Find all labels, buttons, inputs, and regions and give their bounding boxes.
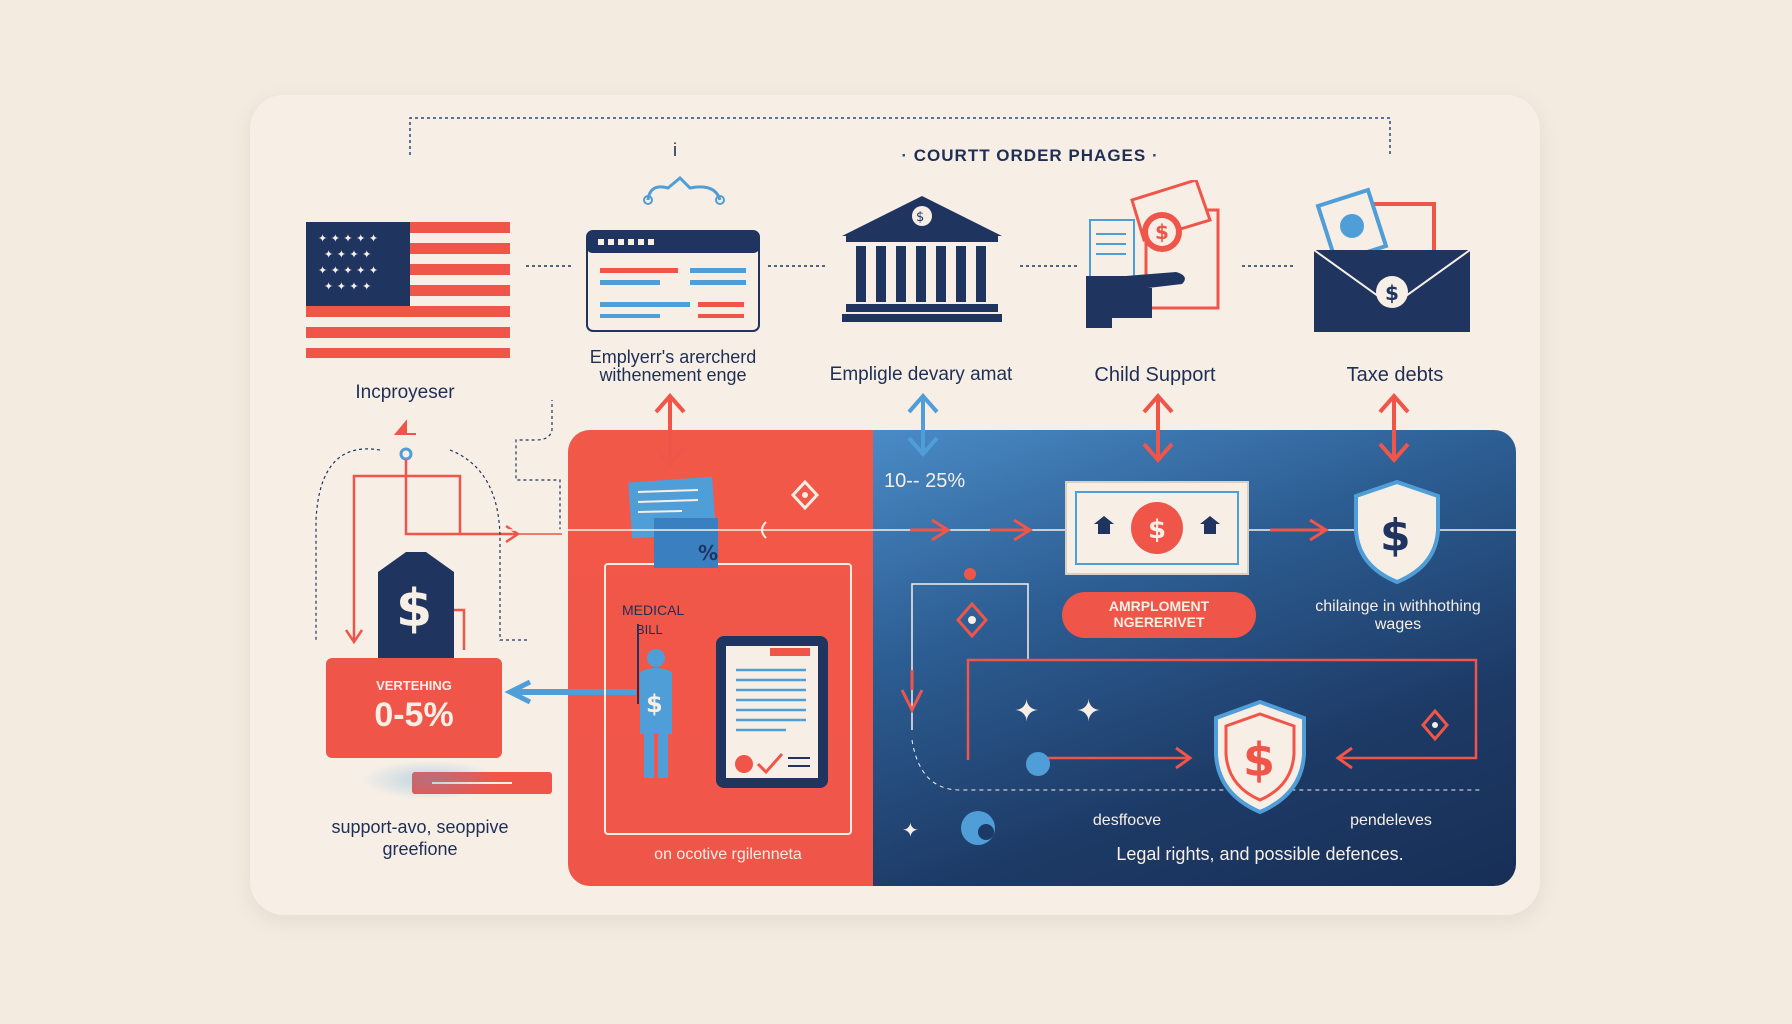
stage-label-3: Empligle devary amat — [829, 364, 1013, 385]
envelope-money-icon: $ — [1313, 187, 1471, 332]
stage-label-1: Incproyeser — [355, 382, 455, 403]
svg-text:$: $ — [396, 579, 432, 639]
moon-icon — [961, 811, 995, 845]
title-marker: i — [673, 140, 677, 160]
svg-text:$: $ — [1148, 515, 1166, 545]
banknote-icon: $ — [1065, 481, 1249, 575]
us-flag-icon: ✦ ✦ ✦ ✦ ✦ ✦ ✦ ✦ ✦ ✦ ✦ ✦ ✦ ✦ ✦ ✦ ✦ ✦ — [306, 222, 510, 358]
red-panel-caption: on ocotive rgilenneta — [654, 846, 802, 863]
left-flow-lines — [315, 400, 562, 650]
dollar-tag-icon: $ — [378, 552, 454, 662]
svg-text:$: $ — [1155, 220, 1169, 244]
defense-right: pendeleves — [1350, 812, 1432, 829]
svg-text:$: $ — [916, 210, 924, 225]
percent-tag: % — [698, 541, 718, 565]
employment-pill-label: AMRPLOMENT NGERERIVET — [1108, 598, 1210, 630]
deduction-box: VERTEHING 0-5% — [326, 658, 502, 758]
sparkle-icon — [790, 480, 820, 510]
svg-text:$: $ — [1243, 733, 1275, 787]
double-arrow-stage5 — [1378, 392, 1410, 464]
person-dollar-icon: $ — [637, 624, 672, 778]
star-icon-2: ✦ — [1076, 695, 1102, 728]
defense-left: desffocve — [1092, 812, 1162, 829]
network-icon — [643, 175, 725, 205]
lower-flow-loop — [900, 568, 1480, 791]
shield-dollar-icon-2: $ — [1214, 699, 1306, 815]
legal-rights-footer: Legal rights, and possible defences. — [1116, 844, 1404, 864]
tablet-document-icon — [716, 636, 828, 788]
double-arrow-stage3 — [907, 392, 939, 458]
left-caption: support-avo, seoppive greefione — [331, 817, 509, 859]
hand-money-icon: $ — [1086, 180, 1220, 328]
star-icon-1: ✦ — [1014, 695, 1040, 728]
stage-label-2: Emplyerr's arercherd withenement enge — [589, 347, 757, 385]
top-bracket — [409, 117, 1391, 155]
employment-pill: AMRPLOMENT NGERERIVET — [1062, 592, 1256, 638]
stage-connectors — [526, 265, 1294, 267]
diagram-title: · COURTT ORDER PHAGES · — [901, 146, 1159, 165]
challenge-text: chilainge in withhothing wages — [1315, 598, 1481, 633]
svg-text:$: $ — [646, 690, 663, 718]
document-percent-icon: % — [628, 476, 718, 568]
browser-window-icon — [586, 230, 760, 332]
svg-text:✦ ✦ ✦ ✦: ✦ ✦ ✦ ✦ — [324, 248, 371, 261]
blue-left-arrow — [504, 679, 636, 705]
star-icon-3: ✦ — [902, 820, 919, 842]
double-arrow-stage2 — [654, 392, 686, 468]
svg-text:$: $ — [1385, 281, 1399, 305]
deduction-bar — [412, 772, 552, 794]
horizontal-flow-line — [500, 518, 1516, 542]
deduction-box-heading: VERTEHING — [376, 678, 452, 693]
red-panel-frame — [604, 563, 852, 835]
diamond-sparkle-icon — [956, 601, 988, 639]
percent-range: 10-- 25% — [884, 470, 966, 492]
double-arrow-stage4 — [1142, 392, 1174, 464]
shield-dollar-icon: $ — [1354, 479, 1440, 585]
deduction-box-value: 0-5% — [374, 696, 454, 734]
svg-text:✦ ✦ ✦ ✦ ✦: ✦ ✦ ✦ ✦ ✦ — [318, 232, 378, 245]
svg-text:$: $ — [1380, 510, 1411, 561]
bill-label: BILL — [636, 622, 663, 637]
svg-text:✦ ✦ ✦ ✦ ✦: ✦ ✦ ✦ ✦ ✦ — [318, 264, 378, 277]
courthouse-icon: $ — [842, 196, 1002, 322]
medical-label: MEDICAL — [622, 602, 685, 618]
stage-label-5: Taxe debts — [1346, 364, 1444, 386]
svg-text:✦ ✦ ✦ ✦: ✦ ✦ ✦ ✦ — [324, 280, 371, 293]
diamond-sparkle-icon-2 — [1421, 708, 1449, 742]
stage-label-4: Child Support — [1094, 364, 1216, 386]
